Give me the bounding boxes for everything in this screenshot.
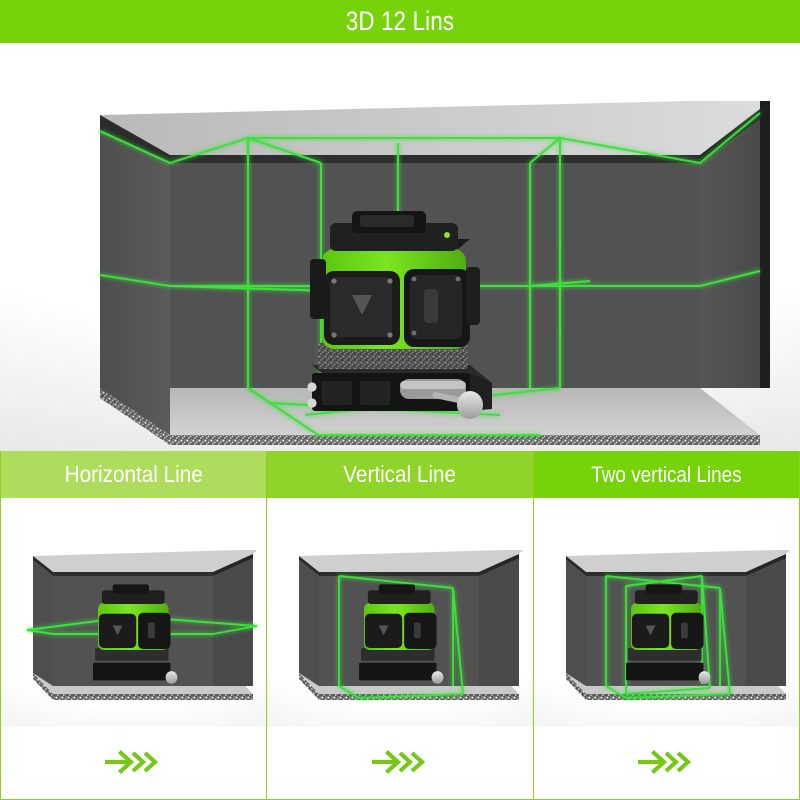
double-chevron-right-icon[interactable] [638,749,694,775]
device-base [307,365,492,419]
ceiling-slab [100,101,770,155]
panel-scene-horizontal [1,498,266,726]
hero-room-illustration [0,43,800,451]
room-svg [99,101,770,445]
page-title-bar: 3D 12 Lins [0,0,800,43]
mini-room [33,550,257,700]
laser-level-device [307,211,492,419]
panel-horizontal-line[interactable]: Horizontal Line [0,451,267,800]
double-chevron-right-icon[interactable] [105,749,161,775]
mini-device [358,584,443,684]
panel-label: Two vertical Lines [591,461,742,487]
panel-vertical-line[interactable]: Vertical Line [266,451,534,800]
mini-room-two-vertical [566,550,791,700]
panel-scene-two-vertical [534,498,799,726]
mini-device [93,584,178,684]
panel-footer-horizontal [1,726,266,798]
left-wall [100,131,170,435]
device-body [310,211,480,349]
page-title: 3D 12 Lins [345,6,455,36]
mini-device [626,584,711,684]
panel-header-vertical: Vertical Line [266,451,534,498]
mode-panels: Horizontal Line [0,451,800,800]
laser-vertical-plane [337,575,464,699]
panel-footer-vertical [266,726,534,798]
mini-room-vertical [298,550,523,700]
mini-room [298,550,523,700]
panel-header-two-vertical: Two vertical Lines [534,451,799,498]
mini-room-horizontal [26,550,258,700]
right-wall [700,113,760,388]
panel-footer-two-vertical [534,726,799,798]
panel-label: Horizontal Line [64,461,203,487]
panel-header-horizontal: Horizontal Line [1,451,266,498]
hero-scene [0,43,800,451]
adjustment-knob [457,391,483,419]
panel-scene-vertical [266,498,534,726]
double-chevron-right-icon[interactable] [371,749,428,775]
panel-two-vertical-lines[interactable]: Two vertical Lines [533,451,800,800]
panel-label: Vertical Line [343,461,457,487]
